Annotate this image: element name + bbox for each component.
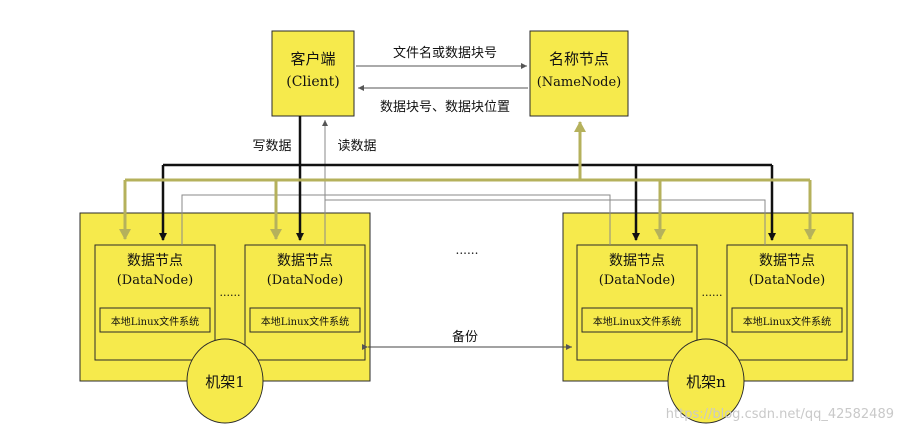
datanode-subtitle: (DataNode) — [117, 273, 194, 288]
client-subtitle: (Client) — [286, 74, 340, 90]
read-paths — [181, 194, 766, 245]
client-box — [271, 30, 355, 117]
local-fs-label: 本地Linux文件系统 — [261, 315, 349, 328]
client-title: 客户端 — [290, 50, 335, 68]
label-backup: 备份 — [452, 329, 478, 345]
rack-n-label-oval — [667, 338, 745, 424]
fs-box-rackn-a — [581, 307, 693, 333]
label-to-namenode: 文件名或数据块号 — [393, 45, 497, 61]
label-to-client: 数据块号、数据块位置 — [380, 100, 510, 115]
datanode-box-rackn-b — [726, 244, 848, 361]
datanode-box-rack1-a — [94, 244, 216, 361]
label-read: 读数据 — [337, 139, 376, 154]
datanode-title: 数据节点 — [277, 253, 333, 269]
rack-1-label: 机架1 — [205, 373, 245, 391]
datanode-title: 数据节点 — [759, 253, 815, 269]
fs-box-rack1-b — [249, 307, 361, 333]
datanode-box-rack1-b — [244, 244, 366, 361]
namenode-box — [529, 30, 629, 117]
fs-box-rack1-a — [99, 307, 211, 333]
datanode-subtitle: (DataNode) — [267, 273, 344, 288]
namenode-subtitle: (NameNode) — [537, 75, 622, 90]
local-fs-label: 本地Linux文件系统 — [743, 315, 831, 328]
datanode-title: 数据节点 — [609, 253, 665, 269]
label-write: 写数据 — [252, 139, 291, 154]
rack-n-ellipsis: ...... — [702, 286, 723, 299]
datanode-subtitle: (DataNode) — [599, 273, 676, 288]
fs-box-rackn-b — [731, 307, 843, 333]
write-paths — [163, 116, 772, 167]
rack-n-label: 机架n — [686, 373, 726, 391]
rack-1-label-oval — [186, 338, 264, 424]
namenode-title: 名称节点 — [549, 50, 609, 68]
local-fs-label: 本地Linux文件系统 — [111, 315, 199, 328]
local-fs-label: 本地Linux文件系统 — [593, 315, 681, 328]
datanode-subtitle: (DataNode) — [749, 273, 826, 288]
datanode-box-rackn-a — [576, 244, 698, 361]
rack-1-ellipsis: ...... — [220, 286, 241, 299]
between-racks-ellipsis: ...... — [456, 243, 479, 257]
watermark-text: https://blog.csdn.net/qq_42582489 — [666, 407, 894, 422]
datanode-title: 数据节点 — [127, 253, 183, 269]
